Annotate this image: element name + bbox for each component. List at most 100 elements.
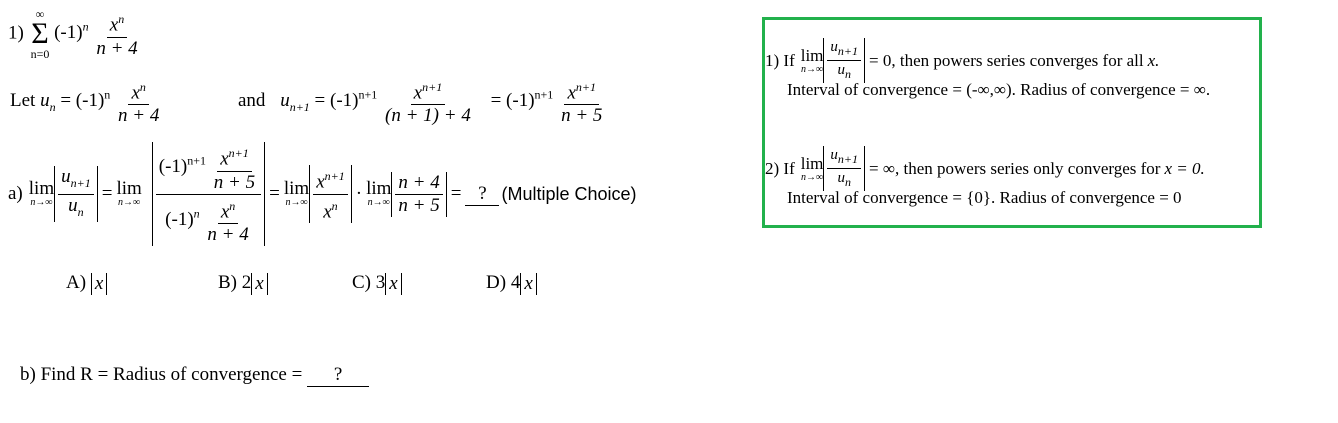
big-top-frac: xn+1 n + 5 — [211, 142, 258, 193]
simplified-eq: = (-1) — [490, 90, 535, 112]
info-item-1: 1) If lim n→∞ un+1 un = 0, then powers s… — [765, 38, 1159, 83]
info-1-den: un — [834, 61, 854, 83]
choice-b-absx: x — [251, 272, 268, 295]
lim-1-under: n→∞ — [30, 197, 53, 208]
xpower-den-x: x — [323, 200, 332, 222]
and-num-x: x — [413, 82, 423, 104]
choice-d-coef: 4 — [510, 272, 521, 293]
let-eq: = (-1) — [60, 90, 105, 112]
big-fraction: (-1)n+1 xn+1 n + 5 (-1)n xn n + 4 — [155, 142, 262, 246]
nratio-fraction: n + 4 n + 5 — [395, 172, 443, 217]
choice-a[interactable]: A) x — [66, 272, 108, 295]
term-fraction: xn n + 4 — [93, 8, 140, 59]
let-fraction: xn n + 4 — [115, 76, 162, 127]
simplified-eq-exp: n+1 — [534, 87, 554, 102]
eq-3: = — [450, 183, 462, 204]
choice-d-x: x — [524, 272, 533, 294]
info-2-u-bottom: u — [837, 170, 845, 186]
big-abs: (-1)n+1 xn+1 n + 5 (-1)n xn n + 4 — [151, 142, 266, 246]
simplified-fraction: xn+1 n + 5 — [558, 76, 605, 127]
ratio-den: un — [65, 195, 87, 223]
lim-4-under: n→∞ — [367, 197, 390, 208]
sign-base: (-1) — [54, 22, 83, 44]
info-2-interval: Interval of convergence = {0}. Radius of… — [787, 188, 1182, 207]
choice-c-absx: x — [385, 272, 402, 295]
part-b-answer-blank[interactable]: ? — [307, 364, 370, 387]
part-b: b) Find R = Radius of convergence = ? — [20, 364, 370, 387]
and-num-exp: n+1 — [422, 80, 443, 94]
ratio-u-bottom: u — [68, 194, 78, 216]
num-x: x — [109, 14, 119, 36]
info-1-lim-under: n→∞ — [801, 63, 824, 75]
info-2-eq: = ∞, then powers series only converges f… — [869, 158, 1161, 178]
eq-1: = — [101, 183, 113, 204]
xpower-num: xn+1 — [313, 165, 348, 195]
info-1-u-top-sub: n+1 — [837, 44, 859, 58]
info-1-u-bottom: u — [837, 62, 845, 78]
big-top-frac-num: xn+1 — [217, 142, 252, 172]
u2-sub: n+1 — [289, 99, 310, 114]
info-2-u-top: u — [830, 147, 838, 163]
choice-c-coef: 3 — [375, 272, 386, 293]
simplified-num-exp: n+1 — [575, 80, 596, 94]
info-2-num: un+1 — [827, 146, 862, 169]
num-exp: n — [118, 12, 125, 27]
let-label: Let — [10, 90, 36, 112]
sum-lower: n=0 — [30, 47, 50, 61]
simplified-num-x: x — [567, 82, 576, 104]
and-line: and un+1 = (-1)n+1 xn+1 (n + 1) + 4 = (-… — [238, 76, 605, 127]
and-den: (n + 1) + 4 — [385, 105, 471, 127]
info-2-var: x = 0. — [1164, 158, 1205, 178]
term-numerator: xn — [106, 8, 128, 38]
sign-term: (-1)n — [54, 20, 89, 44]
xpower-fraction: xn+1 xn — [313, 165, 348, 223]
lim-2-text: lim — [116, 178, 142, 199]
info-2-frac: un+1 un — [827, 146, 862, 191]
let-den: n + 4 — [118, 105, 160, 127]
choice-a-x: x — [94, 272, 104, 294]
big-top-x: x — [220, 148, 229, 170]
problem-header: 1) ∞ Σ n=0 (-1)n xn n + 4 — [8, 8, 141, 60]
multiple-choice-note: (Multiple Choice) — [501, 183, 637, 204]
problem-number: 1) — [8, 22, 24, 44]
lim-4: lim n→∞ — [366, 178, 392, 208]
info-1-frac: un+1 un — [827, 38, 862, 83]
lim-4-text: lim — [366, 178, 392, 199]
and-eq: = (-1) — [314, 90, 359, 112]
part-a-answer-blank[interactable]: ? — [465, 183, 500, 206]
sum-upper: ∞ — [35, 7, 45, 21]
choice-d-label: D) — [486, 272, 507, 293]
nratio-num: n + 4 — [395, 172, 443, 195]
simplified-num: xn+1 — [564, 76, 599, 106]
let-num-exp: n — [139, 80, 146, 94]
lim-3: lim n→∞ — [284, 179, 309, 208]
lim-2-under: n→∞ — [118, 197, 141, 208]
ratio-u-top: u — [61, 165, 71, 187]
big-top-exp: n+1 — [187, 153, 207, 168]
simplified-den: n + 5 — [561, 105, 603, 127]
sign-exp: n — [82, 20, 89, 35]
info-1-u-top: u — [830, 39, 838, 55]
info-1-num: un+1 — [827, 38, 862, 61]
info-2-u-bottom-sub: n — [844, 175, 851, 189]
xpower-num-exp: n+1 — [324, 169, 345, 184]
big-bot-x-exp: n — [229, 198, 236, 213]
u-symbol: u — [40, 90, 50, 112]
big-top-x-exp: n+1 — [228, 146, 249, 161]
term-denominator: n + 4 — [96, 37, 138, 59]
part-b-text: b) Find R = Radius of convergence = — [20, 364, 303, 385]
big-top-base: (-1) — [158, 156, 188, 178]
and-num: xn+1 — [410, 76, 446, 106]
choice-b-x: x — [255, 272, 264, 294]
xpower-abs: xn+1 xn — [309, 165, 352, 223]
and-eq-exp: n+1 — [358, 87, 378, 102]
nratio-abs: n + 4 n + 5 — [391, 171, 447, 217]
xpower-den: xn — [320, 195, 340, 223]
dot-operator: · — [355, 183, 363, 204]
big-bot-base: (-1) — [165, 208, 194, 230]
u2-symbol: u — [280, 90, 290, 112]
choice-d-absx: x — [520, 272, 537, 295]
